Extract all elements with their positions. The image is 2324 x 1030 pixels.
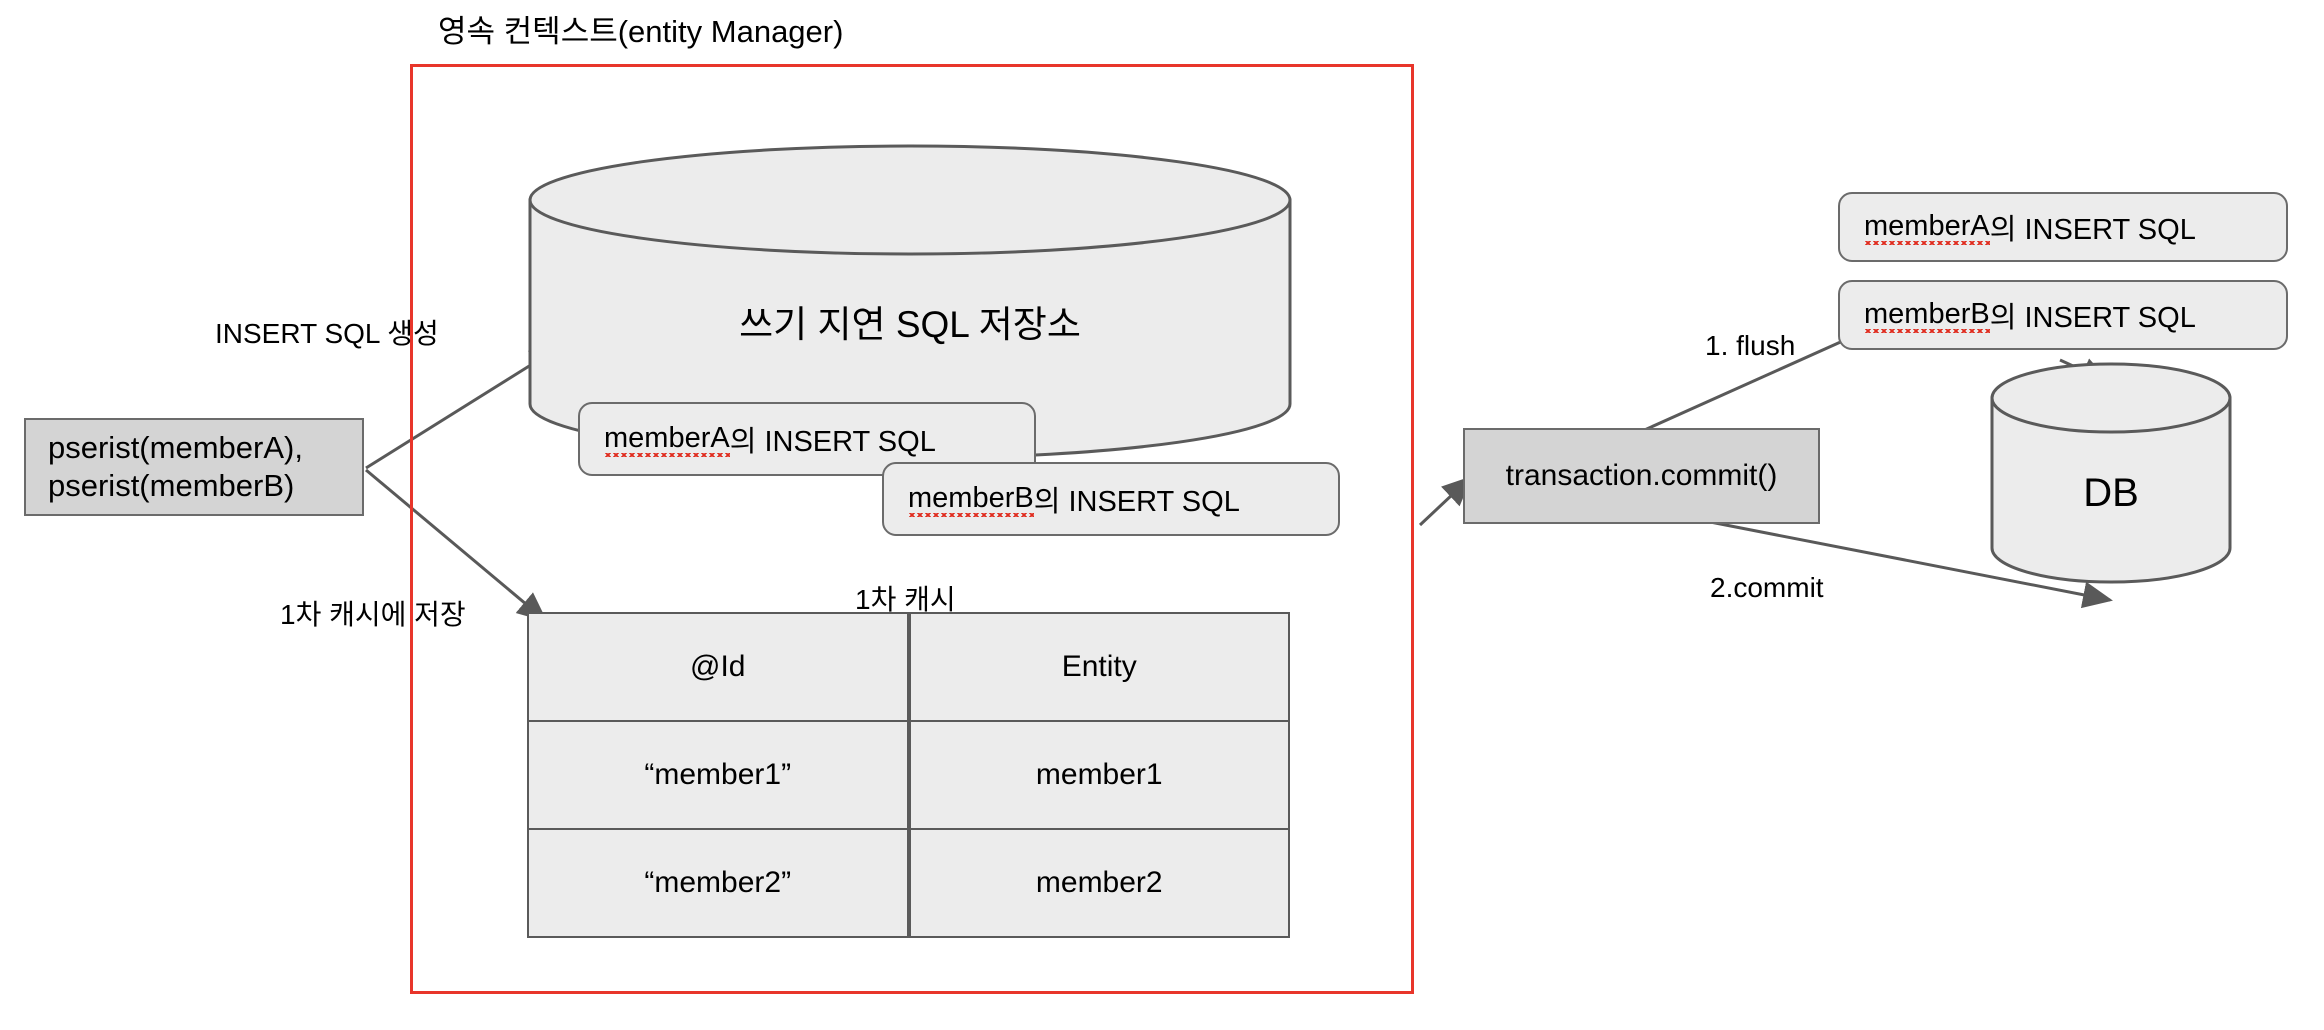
cell-entity-2: member2 xyxy=(906,828,1290,938)
edge-label-store-in-first-level-cache: 1차 캐시에 저장 xyxy=(280,599,466,630)
flushed-sql-subject-memberB: memberB xyxy=(1864,297,1990,333)
edge-label-flush: 1. flush xyxy=(1705,330,1796,361)
table-row: “member2” member2 xyxy=(527,828,1290,938)
edge-label-commit: 2.commit xyxy=(1710,572,1824,603)
cell-id-2: “member2” xyxy=(527,828,910,938)
persist-calls-box: pserist(memberA), pserist(memberB) xyxy=(24,418,364,516)
cell-entity-1: member1 xyxy=(906,720,1290,830)
flushed-sql-suffix-memberB: 의 INSERT SQL xyxy=(1989,302,2196,334)
column-header-id: @Id xyxy=(527,612,910,722)
edge-label-insert-sql-generate: INSERT SQL 생성 xyxy=(215,318,439,349)
queued-sql-suffix-memberA: 의 INSERT SQL xyxy=(729,426,936,458)
database-label: DB xyxy=(2083,470,2139,515)
table-header-row: @Id Entity xyxy=(527,612,1290,722)
write-behind-store-label: 쓰기 지연 SQL 저장소 xyxy=(739,304,1081,346)
transaction-commit-box: transaction.commit() xyxy=(1463,428,1820,524)
persist-call-line-2: pserist(memberB) xyxy=(48,468,295,503)
first-level-cache-table: @Id Entity “member1” member1 “member2” m… xyxy=(527,612,1290,938)
flushed-sql-suffix-memberA: 의 INSERT SQL xyxy=(1989,214,2196,246)
edge-flush-to-db xyxy=(2059,358,2111,384)
column-header-entity: Entity xyxy=(906,612,1290,722)
queued-sql-subject-memberB: memberB xyxy=(908,481,1034,517)
cell-id-1: “member1” xyxy=(527,720,910,830)
table-row: “member1” member1 xyxy=(527,720,1290,830)
persistence-context-title: 영속 컨텍스트(entity Manager) xyxy=(438,14,844,50)
queued-sql-subject-memberA: memberA xyxy=(604,421,730,457)
first-level-cache-caption: 1차 캐시 xyxy=(855,584,956,615)
persistence-context-frame xyxy=(410,64,1414,994)
queued-sql-suffix-memberB: 의 INSERT SQL xyxy=(1033,486,1240,518)
persist-call-line-1: pserist(memberA), xyxy=(48,430,303,466)
flushed-sql-subject-memberA: memberA xyxy=(1864,209,1990,245)
